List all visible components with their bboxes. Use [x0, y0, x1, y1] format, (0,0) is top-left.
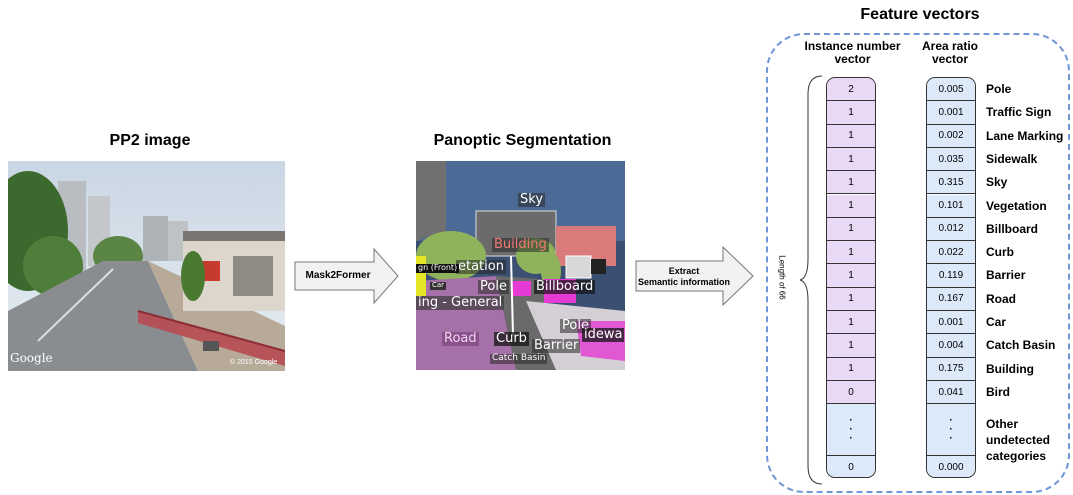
mask2former-label: Mask2Former [305, 270, 371, 281]
instance-cell: 1 [827, 217, 875, 242]
area-vector-heading-line2: vector [931, 52, 969, 66]
seg-label-road: Road [442, 331, 479, 347]
category-label: Road [986, 291, 1016, 306]
instance-cell: 1 [827, 124, 875, 148]
area-cell: 0.005 [927, 78, 975, 102]
instance-cell: 1 [827, 101, 875, 125]
area-cell: 0.022 [927, 241, 975, 265]
instance-cell: 1 [827, 334, 875, 358]
input-image-title: PP2 image [109, 132, 191, 149]
instance-vector-heading-line2: vector [834, 52, 871, 66]
area-cell: 0.001 [927, 101, 975, 125]
ellipsis-cell: ··· [827, 404, 875, 456]
instance-cell: 1 [827, 311, 875, 335]
category-label: Sky [986, 175, 1008, 190]
instance-cell: 1 [827, 264, 875, 288]
seg-label-car: Car [430, 281, 447, 290]
category-label: Billboard [986, 221, 1039, 236]
extract-arrow [635, 246, 754, 306]
instance-cell: 1 [827, 241, 875, 265]
area-cell: 0.012 [927, 217, 975, 242]
instance-cell: 2 [827, 78, 875, 102]
area-cell-last: 0.000 [927, 455, 975, 477]
seg-label-pole-1: Pole [478, 279, 509, 295]
other-label-line1: Other [986, 417, 1019, 431]
instance-cell: 1 [827, 194, 875, 218]
instance-cell-last: 0 [827, 455, 875, 477]
segmentation-title: Panoptic Segmentation [433, 132, 612, 149]
feature-vectors-container [766, 33, 1070, 493]
extract-label-line2: Semantic information [638, 277, 731, 287]
area-cell: 0.175 [927, 357, 975, 381]
area-cell: 0.119 [927, 264, 975, 288]
area-vector-heading-line1: Area ratio [921, 39, 979, 53]
category-label: Pole [986, 82, 1012, 96]
category-label: Bird [986, 384, 1010, 399]
category-label: Barrier [986, 268, 1026, 283]
google-watermark: Google [10, 351, 53, 365]
area-cell: 0.315 [927, 171, 975, 195]
seg-label-barrier: Barrier [532, 338, 581, 354]
seg-label-sky: Sky [518, 192, 546, 208]
seg-label-billboard: Billboard [534, 279, 596, 295]
category-label: Curb [986, 245, 1014, 260]
other-label-line3: categories [986, 449, 1047, 463]
feature-vectors-title: Feature vectors [860, 6, 980, 23]
instance-cell: 1 [827, 171, 875, 195]
category-label: Lane Marking [986, 128, 1064, 143]
seg-label-vegetation: etation [456, 259, 506, 275]
seg-label-building: Building [492, 237, 549, 253]
ellipsis-cell: ··· [927, 404, 975, 456]
area-cell: 0.001 [927, 311, 975, 335]
street-photo-illustration [8, 161, 285, 371]
area-cell: 0.002 [927, 124, 975, 148]
instance-cell: 0 [827, 380, 875, 405]
length-label: Length of 66 [777, 255, 787, 300]
area-cell: 0.101 [927, 194, 975, 218]
length-brace [800, 75, 823, 485]
instance-cell: 1 [827, 357, 875, 381]
instance-vector-heading-line1: Instance number [804, 39, 901, 53]
copyright-watermark: © 2015 Google [230, 359, 278, 366]
instance-cell: 1 [827, 287, 875, 311]
category-label: Catch Basin [986, 338, 1056, 353]
area-cell: 0.035 [927, 147, 975, 172]
seg-label-sidewalk: idewa [582, 327, 625, 343]
category-label: Building [986, 361, 1034, 376]
street-view-photo: Google © 2015 Google [8, 161, 285, 371]
seg-label-curb: Curb [494, 331, 529, 347]
area-cell: 0.004 [927, 334, 975, 358]
extract-label-line1: Extract [668, 266, 700, 276]
category-label: Sidewalk [986, 151, 1038, 166]
mask2former-arrow [294, 248, 399, 304]
area-cell: 0.041 [927, 380, 975, 405]
other-label-line2: undetected [986, 433, 1051, 447]
seg-label-sidewalk-general: ing - General [416, 295, 505, 311]
seg-label-traffic-sign: gn (Front) [416, 263, 460, 273]
seg-label-catch-basin: Catch Basin [490, 353, 548, 364]
area-cell: 0.167 [927, 287, 975, 311]
category-label: Traffic Sign [986, 105, 1052, 120]
category-label: Car [986, 315, 1007, 329]
category-label: Vegetation [986, 198, 1047, 213]
segmentation-image: Sky Building etation gn (Front) Car Pole… [416, 161, 625, 370]
instance-cell: 1 [827, 147, 875, 172]
